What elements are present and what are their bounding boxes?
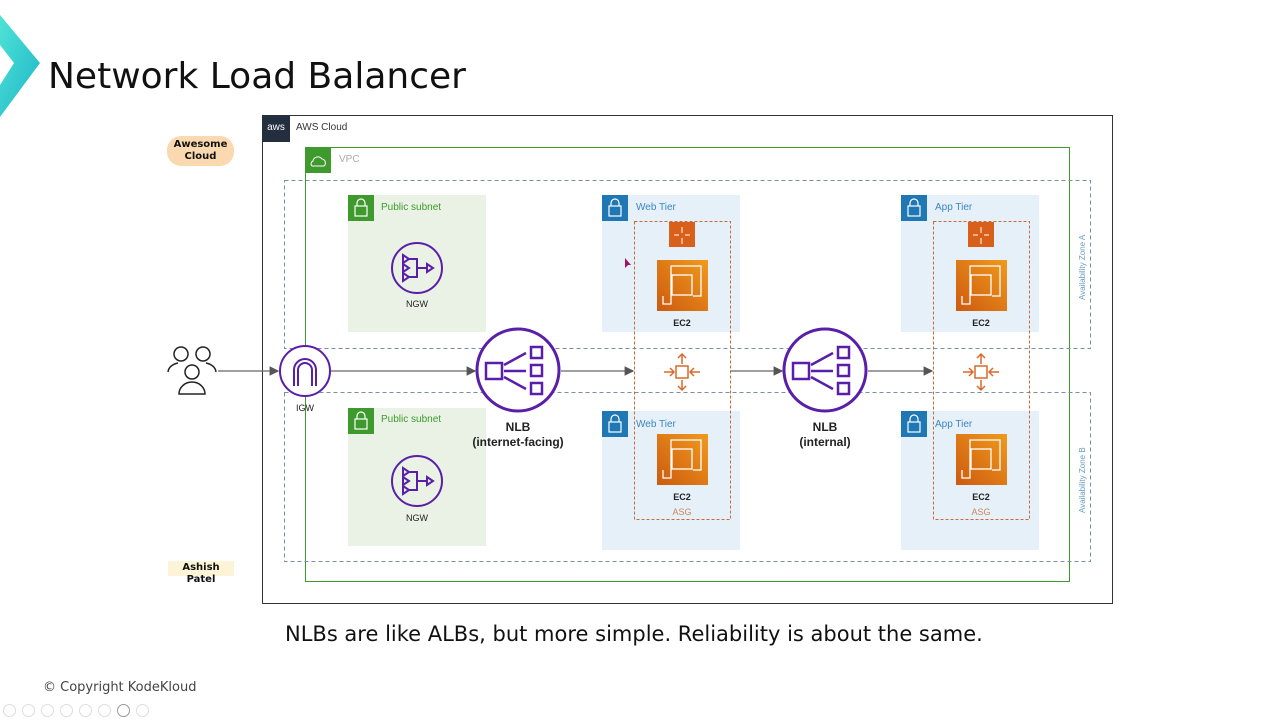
camera-button[interactable] — [117, 704, 130, 717]
lock-glyphs — [354, 198, 921, 433]
slides-grid-button[interactable] — [60, 704, 73, 717]
app-tier-a-label: App Tier — [935, 202, 973, 213]
igw-label: IGW — [296, 403, 314, 413]
more-options-button[interactable] — [136, 704, 149, 717]
az-b-label: Availability Zone B — [1078, 447, 1087, 513]
mouse-cursor — [625, 258, 631, 268]
aws-cloud-boundary — [262, 115, 1113, 604]
slide-title: Network Load Balancer — [48, 56, 466, 97]
az-b-boundary — [284, 392, 1091, 562]
aws-cloud-label: AWS Cloud — [296, 122, 348, 133]
nlb-external-type: (internet-facing) — [472, 435, 564, 449]
ngw-a-label: NGW — [406, 299, 428, 309]
subtitles-button[interactable] — [98, 704, 111, 717]
vpc-cloud-icon — [305, 147, 331, 173]
public-subnet-b-label: Public subnet — [381, 414, 442, 425]
ec2-web-b-label: EC2 — [673, 492, 691, 502]
author-badge: Ashish Patel — [168, 561, 234, 585]
next-slide-button[interactable] — [22, 704, 35, 717]
web-tier-b-label: Web Tier — [636, 419, 676, 430]
ngw-icons — [391, 242, 443, 507]
public-subnet-a-label: Public subnet — [381, 202, 442, 213]
asg-app-label: ASG — [971, 507, 991, 517]
slide-caption: NLBs are like ALBs, but more simple. Rel… — [285, 622, 983, 646]
prev-slide-button[interactable] — [3, 704, 16, 717]
nlb-external-label: NLB(internet-facing) — [458, 420, 578, 450]
users-icon — [167, 346, 217, 395]
asg-web-label: ASG — [672, 507, 692, 517]
vpc-label: VPC — [339, 154, 360, 165]
az-a-boundary — [284, 180, 1091, 349]
ec2-app-b-label: EC2 — [972, 492, 990, 502]
pen-tool-button[interactable] — [41, 704, 54, 717]
web-tier-a-label: Web Tier — [636, 202, 676, 213]
igw-icon — [279, 345, 331, 397]
awesome-cloud-badge: Awesome Cloud — [167, 136, 234, 166]
aws-logo-text: aws — [267, 122, 285, 133]
aws-logo-icon — [262, 115, 290, 142]
nlb-internal-label: NLB(internal) — [765, 420, 885, 450]
nlb-internal-name: NLB — [812, 420, 838, 434]
slide-chevron-decoration — [0, 15, 40, 117]
ec2-icons — [657, 260, 1007, 485]
az-a-label: Availability Zone A — [1078, 234, 1087, 300]
nlb-internal-type: (internal) — [799, 435, 851, 449]
zoom-button[interactable] — [79, 704, 92, 717]
nlb-external-name: NLB — [505, 420, 531, 434]
ngw-b-label: NGW — [406, 513, 428, 523]
copyright: © Copyright KodeKloud — [43, 680, 197, 695]
ec2-app-a-label: EC2 — [972, 318, 990, 328]
ec2-web-a-label: EC2 — [673, 318, 691, 328]
auto-scaling-icons — [664, 352, 999, 392]
app-tier-b-label: App Tier — [935, 419, 973, 430]
